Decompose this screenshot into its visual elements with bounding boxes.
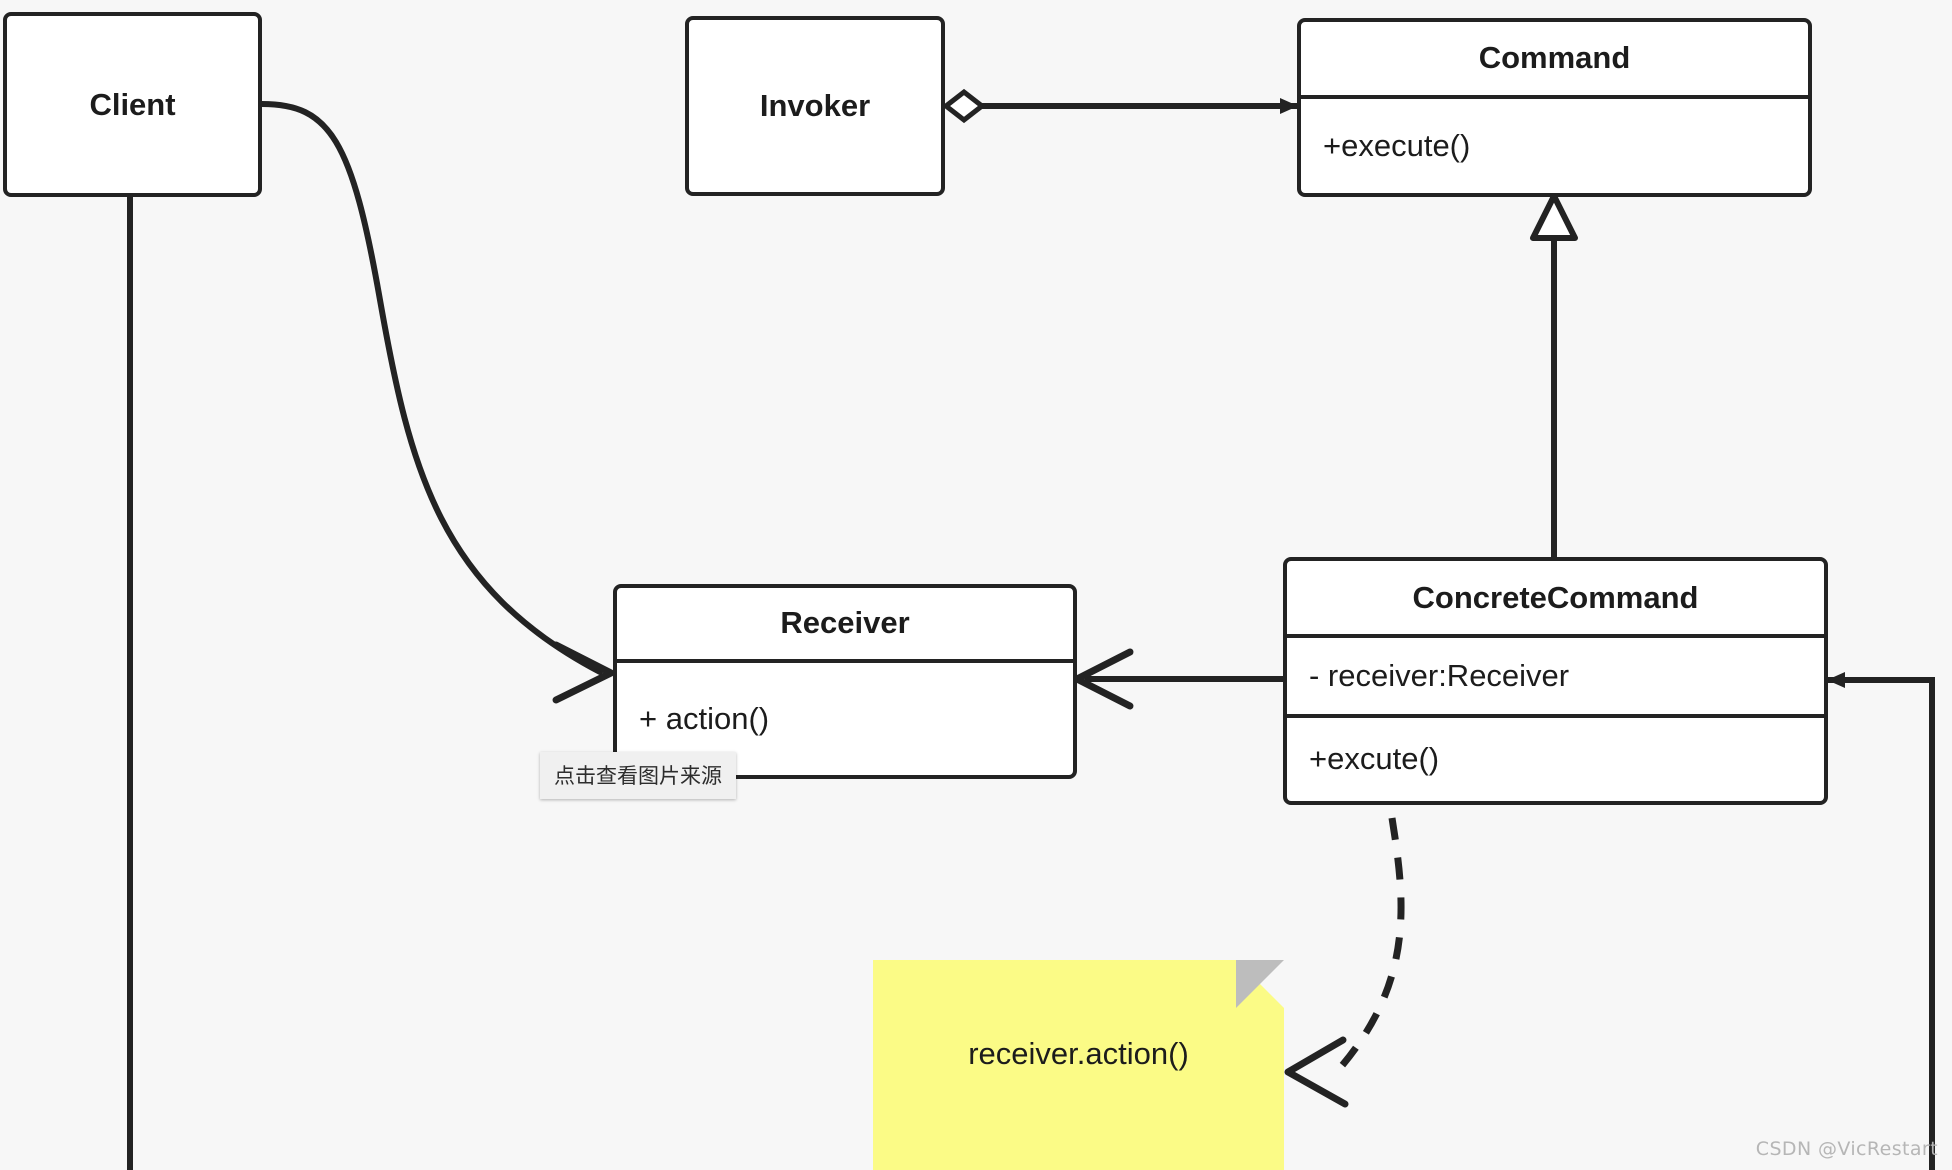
note-fold-corner-icon [1236, 960, 1284, 1008]
edge-concretecommand-to-note [1284, 817, 1405, 1108]
uml-class-concretecommand[interactable]: ConcreteCommand - receiver:Receiver +exc… [1283, 557, 1828, 805]
uml-class-invoker[interactable]: Invoker [685, 16, 945, 196]
uml-class-client-title: Client [89, 86, 176, 122]
uml-class-concretecommand-title: ConcreteCommand [1412, 579, 1699, 615]
uml-note-text: receiver.action() [968, 1036, 1189, 1071]
watermark-label: CSDN @VicRestart [1755, 1138, 1938, 1160]
uml-class-command-operation-execute: +execute() [1301, 94, 1808, 193]
edge-concretecommand-to-command [1530, 193, 1578, 557]
uml-class-receiver[interactable]: Receiver + action() [613, 584, 1077, 779]
uml-class-concretecommand-operation-excute: +excute() [1287, 713, 1824, 801]
edge-concretecommand-to-receiver [1073, 648, 1283, 710]
uml-class-receiver-operation-action: + action() [617, 658, 1073, 775]
uml-note-receiver-action[interactable]: receiver.action() [873, 960, 1284, 1170]
image-source-tooltip[interactable]: 点击查看图片来源 [540, 752, 736, 799]
uml-class-receiver-title: Receiver [780, 605, 910, 641]
uml-class-invoker-title: Invoker [759, 88, 871, 123]
uml-class-command-title: Command [1478, 40, 1631, 76]
uml-class-command[interactable]: Command +execute() [1297, 18, 1812, 197]
edge-client-to-receiver [259, 101, 615, 704]
edge-invoker-to-command [941, 88, 1298, 124]
uml-class-client[interactable]: Client [3, 12, 262, 197]
uml-class-concretecommand-attribute-receiver: - receiver:Receiver [1287, 634, 1824, 713]
